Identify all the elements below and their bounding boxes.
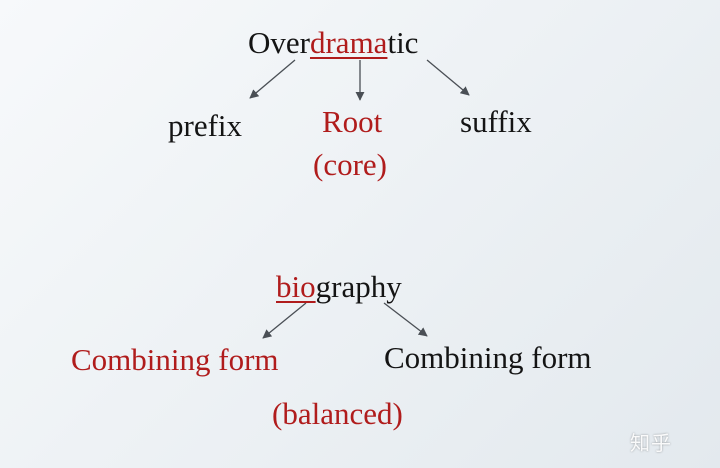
label-suffix: suffix [460, 104, 532, 139]
label-combining-form-left: Combining form [71, 342, 279, 377]
label-combining-form-right: Combining form [384, 340, 592, 375]
overdramatic-prefix: Over [248, 25, 310, 60]
watermark: 知乎 [630, 427, 672, 456]
word-overdramatic: Overdramatic [248, 27, 418, 58]
arrow-to-combining-right [383, 302, 428, 337]
biography-second: graphy [315, 269, 402, 304]
biography-first: bio [276, 269, 316, 304]
label-balanced: (balanced) [272, 396, 403, 431]
overdramatic-suffix: tic [387, 25, 419, 60]
label-root-note: (core) [313, 147, 387, 182]
watermark-text: 知乎 [630, 431, 672, 455]
word-biography: biography [276, 271, 402, 302]
overdramatic-root: drama [309, 25, 388, 60]
label-prefix: prefix [168, 108, 243, 143]
arrow-to-suffix [426, 59, 470, 96]
arrow-to-prefix [249, 59, 296, 99]
arrow-to-combining-left [262, 302, 307, 339]
label-root: Root [322, 104, 383, 139]
